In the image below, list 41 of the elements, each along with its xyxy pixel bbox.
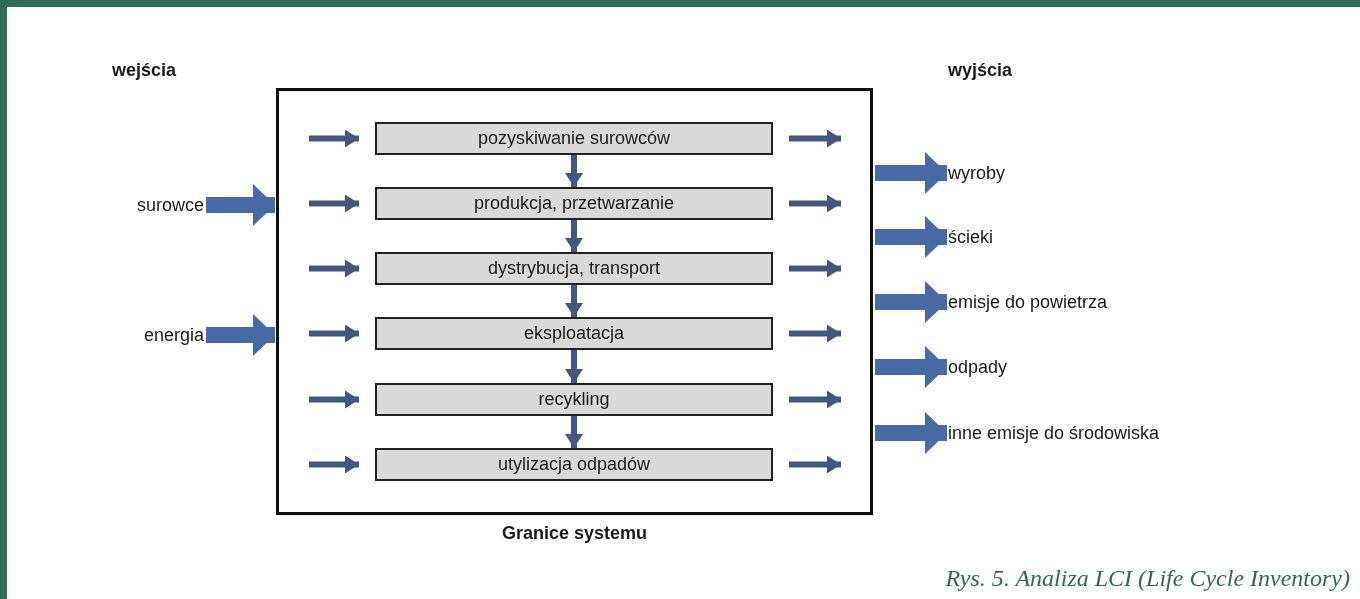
process-box: recykling	[375, 383, 773, 416]
arrow	[309, 455, 359, 474]
arrow	[789, 390, 841, 409]
output-label: ścieki	[948, 225, 993, 249]
block-arrow	[875, 152, 947, 194]
arrow	[565, 155, 583, 187]
block-arrow	[875, 216, 947, 258]
block-arrow	[206, 314, 275, 356]
block-arrow	[875, 346, 947, 388]
column-heading: wejścia	[112, 59, 177, 82]
arrow	[565, 220, 583, 252]
block-arrow	[875, 281, 947, 323]
arrow	[309, 324, 359, 343]
process-box: eksploatacja	[375, 317, 773, 350]
arrow	[565, 350, 583, 383]
arrow	[309, 259, 359, 278]
block-arrow	[875, 412, 947, 454]
output-label: wyroby	[948, 161, 1005, 185]
arrow	[309, 390, 359, 409]
boundary-label: Granice systemu	[500, 522, 649, 545]
output-label: odpady	[948, 355, 1008, 379]
arrow	[309, 194, 359, 213]
process-box: pozyskiwanie surowców	[375, 122, 773, 155]
input-label: energia	[143, 323, 204, 347]
column-heading: wyjścia	[948, 59, 1013, 82]
arrow	[789, 194, 841, 213]
process-box: produkcja, przetwarzanie	[375, 187, 773, 220]
process-box: utylizacja odpadów	[375, 448, 773, 481]
arrow	[565, 285, 583, 317]
figure-caption: Rys. 5. Analiza LCI (Life Cycle Inventory)	[945, 564, 1350, 593]
arrow	[789, 259, 841, 278]
arrow	[789, 129, 841, 148]
arrow	[565, 416, 583, 448]
block-arrow	[206, 184, 275, 226]
arrow	[789, 455, 841, 474]
process-box: dystrybucja, transport	[375, 252, 773, 285]
input-label: surowce	[136, 193, 204, 217]
arrow	[789, 324, 841, 343]
output-label: inne emisje do środowiska	[948, 421, 1160, 445]
output-label: emisje do powietrza	[948, 290, 1108, 314]
arrow	[309, 129, 359, 148]
